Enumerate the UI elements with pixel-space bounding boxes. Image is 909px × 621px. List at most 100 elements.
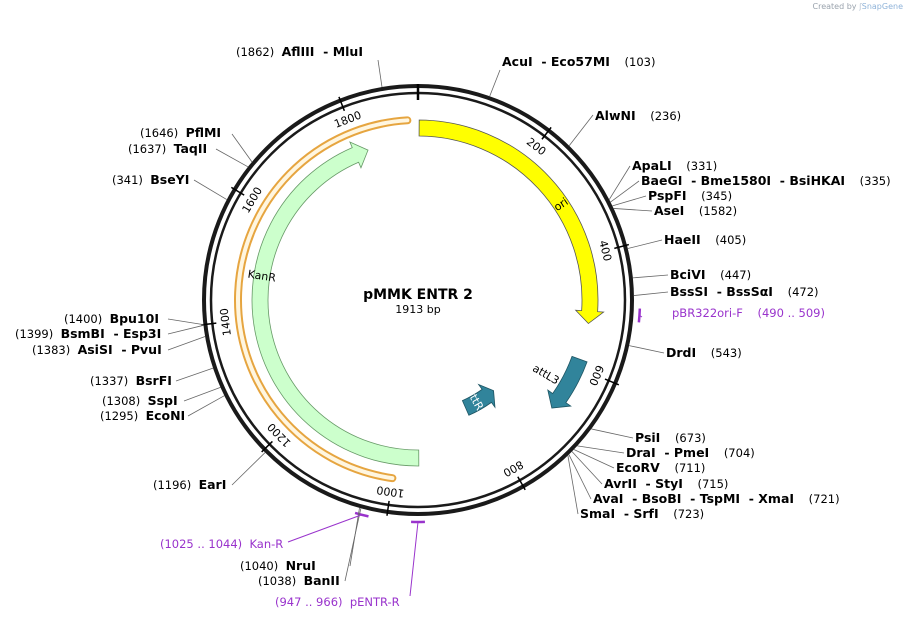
- site-psii[interactable]: PsiI (673): [635, 430, 706, 445]
- site-apali-pos: (331): [672, 159, 718, 173]
- site-nrui[interactable]: (1040) NruI: [240, 558, 316, 573]
- leader-sspi: [183, 386, 221, 402]
- site-bsssi-bsssi-name-0: BssSI: [670, 284, 708, 299]
- site-drdi-pos: (543): [696, 346, 742, 360]
- site-asei[interactable]: AseI (1582): [654, 203, 737, 218]
- primer-arc-kanr[interactable]: [354, 511, 369, 518]
- primer-kanr-name: Kan-R: [249, 537, 283, 551]
- site-bcivi-name-0: BciVI: [670, 267, 706, 282]
- site-bsrfi-pos: (1337): [90, 374, 136, 388]
- tick-label-800: 800: [501, 458, 526, 480]
- site-bcivi[interactable]: BciVI (447): [670, 267, 751, 282]
- site-bsssi-bsssi[interactable]: BssSI - BssSαI (472): [670, 284, 819, 299]
- feature-attl3-arrow[interactable]: [547, 355, 588, 409]
- site-drdi-name-0: DrdI: [666, 345, 696, 360]
- site-bsrfi[interactable]: (1337) BsrFI: [90, 373, 172, 388]
- leader-bsmbi-esp3i: [167, 324, 204, 335]
- leader-pspfi: [612, 195, 647, 207]
- leader-smai-srfi: [567, 455, 579, 515]
- leader-bcivi: [632, 274, 669, 279]
- leader-avrii-styi: [571, 451, 603, 485]
- site-eari[interactable]: (1196) EarI: [153, 477, 226, 492]
- site-ecorv-pos: (711): [660, 461, 706, 475]
- feature-ori-arrow[interactable]: [418, 119, 605, 325]
- tick-mark-1800: [338, 96, 346, 112]
- feature-attr4-arrow[interactable]: [461, 383, 496, 416]
- site-econi[interactable]: (1295) EcoNI: [100, 408, 185, 423]
- tick-label-200: 200: [524, 135, 549, 158]
- site-drai-pmei-name-0: DraI: [626, 445, 656, 460]
- primer-pentrr[interactable]: (947 .. 966) pENTR-R: [275, 595, 400, 609]
- tick-mark-400: [614, 243, 630, 250]
- primer-leader-pentrr: [409, 521, 419, 597]
- site-ecorv[interactable]: EcoRV (711): [616, 460, 705, 475]
- site-apali-name-0: ApaLI: [632, 158, 672, 173]
- site-afliii-mlui-name-0: AflIII: [282, 44, 315, 59]
- primer-leader-kanr: [287, 514, 362, 543]
- site-acui-eco57mi[interactable]: AcuI - Eco57MI (103): [502, 54, 655, 69]
- site-drai-pmei[interactable]: DraI - PmeI (704): [626, 445, 755, 460]
- site-pspfi[interactable]: PspFI (345): [648, 188, 732, 203]
- site-taqii-name-0: TaqII: [174, 141, 208, 156]
- credit-brand: SnapGene: [861, 2, 903, 11]
- site-smai-srfi-name-0: SmaI: [580, 506, 615, 521]
- credit-prefix: Created by: [812, 2, 857, 11]
- site-eari-pos: (1196): [153, 478, 199, 492]
- plasmid-name: pMMK ENTR 2: [363, 287, 473, 303]
- feature-kanr-arrow[interactable]: [251, 141, 420, 467]
- site-psii-name-0: PsiI: [635, 430, 660, 445]
- tick-mark-800: [517, 476, 526, 491]
- site-bpu10i[interactable]: (1400) Bpu10I: [64, 311, 159, 326]
- leader-bsssi-bsssi: [633, 291, 669, 296]
- site-bcivi-pos: (447): [706, 268, 752, 282]
- site-baegi-bme1580i-bsihkai[interactable]: BaeGI - Bme1580I - BsiHKAI (335): [641, 173, 891, 188]
- tick-mark-1400: [201, 322, 217, 326]
- site-taqii[interactable]: (1637) TaqII: [128, 141, 207, 156]
- leader-avai-bsobi-tspmi-xmai: [568, 454, 592, 500]
- primer-kanr[interactable]: (1025 .. 1044) Kan-R: [160, 537, 283, 551]
- site-bseyi-name-0: BseYI: [150, 172, 189, 187]
- site-banii[interactable]: (1038) BanII: [258, 573, 340, 588]
- site-afliii-mlui-pos: (1862): [236, 45, 282, 59]
- leader-taqii: [215, 148, 249, 168]
- site-pflmi-name-0: PflMI: [186, 125, 222, 140]
- site-bpu10i-pos: (1400): [64, 312, 110, 326]
- site-drdi[interactable]: DrdI (543): [666, 345, 742, 360]
- site-avai-bsobi-tspmi-xmai[interactable]: AvaI - BsoBI - TspMI - XmaI (721): [593, 491, 840, 506]
- primer-pentrr-name: pENTR-R: [350, 595, 400, 609]
- feature-label-kanr: KanR: [247, 268, 277, 285]
- site-pflmi[interactable]: (1646) PflMI: [140, 125, 221, 140]
- site-smai-srfi-name-1: - SrfI: [615, 506, 659, 521]
- site-alwni[interactable]: AlwNI (236): [595, 108, 681, 123]
- site-sspi[interactable]: (1308) SspI: [102, 393, 178, 408]
- site-smai-srfi[interactable]: SmaI - SrfI (723): [580, 506, 704, 521]
- site-asisi-pvui-name-0: AsiSI: [78, 342, 113, 357]
- site-alwni-name-0: AlwNI: [595, 108, 636, 123]
- site-bsmbi-esp3i[interactable]: (1399) BsmBI - Esp3I: [15, 326, 161, 341]
- site-haeii[interactable]: HaeII (405): [664, 232, 746, 247]
- leader-drdi: [629, 345, 665, 354]
- site-bpu10i-name-0: Bpu10I: [110, 311, 159, 326]
- site-ecorv-name-0: EcoRV: [616, 460, 660, 475]
- site-bseyi[interactable]: (341) BseYI: [112, 172, 189, 187]
- site-avai-bsobi-tspmi-xmai-name-1: - BsoBI: [623, 491, 681, 506]
- site-asisi-pvui[interactable]: (1383) AsiSI - PvuI: [32, 342, 162, 357]
- site-baegi-bme1580i-bsihkai-pos: (335): [845, 174, 891, 188]
- feature-label-attl3: attL3: [530, 362, 561, 388]
- site-drai-pmei-pos: (704): [709, 446, 755, 460]
- site-banii-pos: (1038): [258, 574, 304, 588]
- leader-asei: [613, 208, 653, 212]
- primer-pbr322orif[interactable]: pBR322ori-F (490 .. 509): [672, 306, 825, 320]
- tick-label-1400: 1400: [218, 307, 234, 336]
- leader-banii: [344, 508, 362, 582]
- site-apali[interactable]: ApaLI (331): [632, 158, 717, 173]
- site-taqii-pos: (1637): [128, 142, 174, 156]
- site-avrii-styi[interactable]: AvrII - StyI (715): [604, 476, 728, 491]
- site-pspfi-name-0: PspFI: [648, 188, 687, 203]
- site-afliii-mlui[interactable]: (1862) AflIII - MluI: [236, 44, 363, 59]
- site-bsrfi-name-0: BsrFI: [136, 373, 172, 388]
- leader-econi: [187, 395, 225, 417]
- tick-mark-1600: [230, 186, 245, 196]
